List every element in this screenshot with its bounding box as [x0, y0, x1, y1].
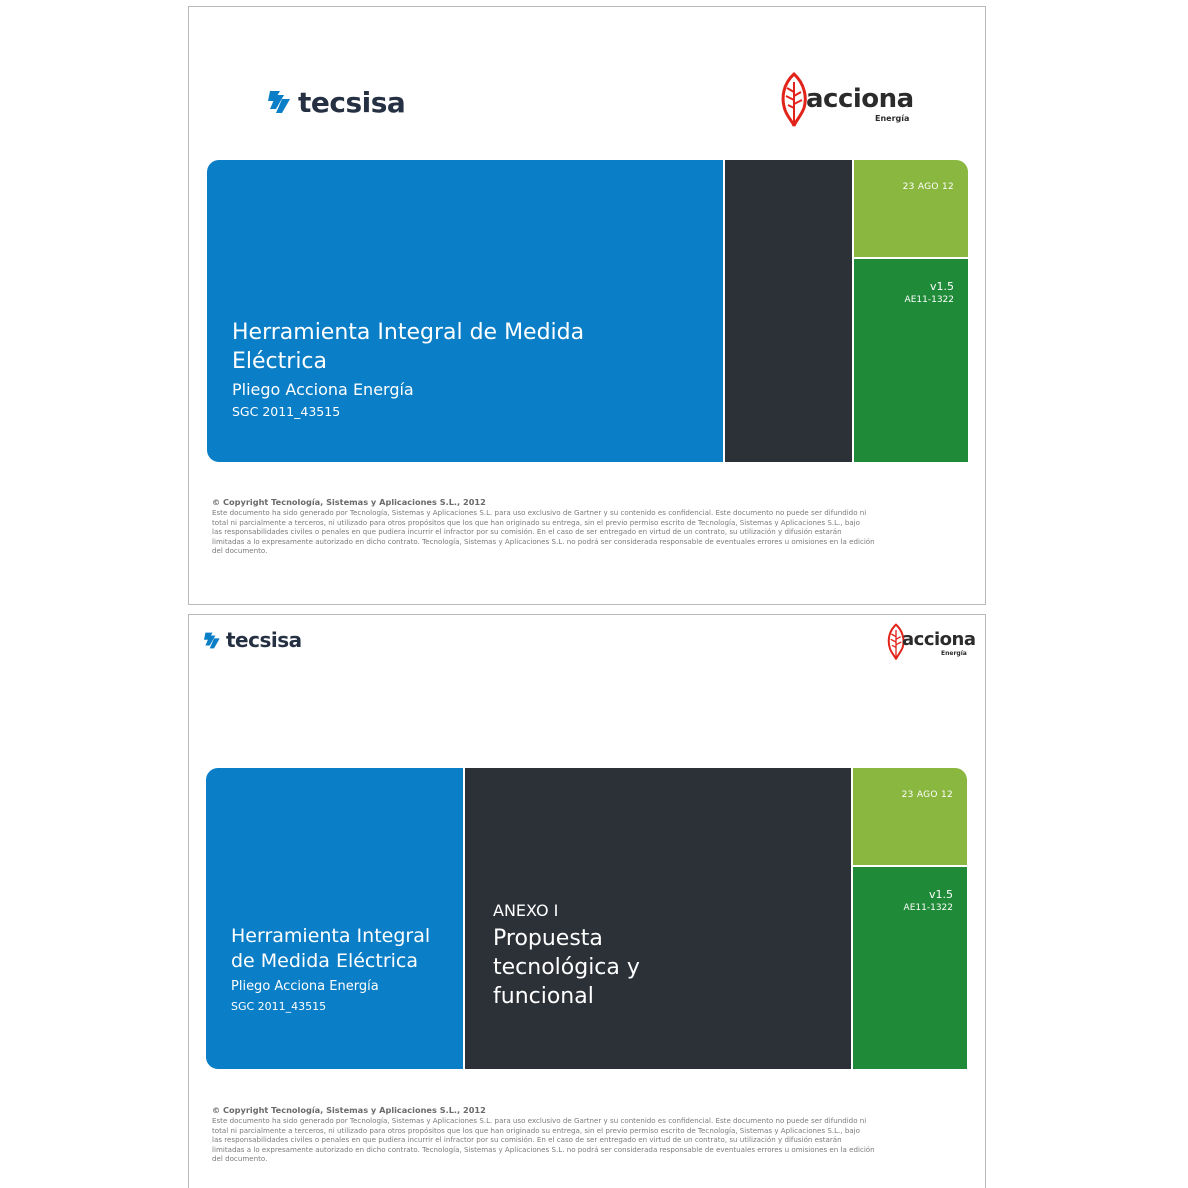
- dark-panel: [725, 160, 852, 462]
- copyright-line: limitadas a lo expresamente autorizado e…: [212, 536, 875, 546]
- acciona-leaf-icon: [887, 623, 905, 660]
- doc-version: v1.5: [928, 888, 953, 901]
- annex-title-line3: funcional: [493, 984, 594, 1009]
- copyright-heading: © Copyright Tecnología, Sistemas y Aplic…: [212, 497, 486, 507]
- copyright-line: las responsabilidades civiles o penales …: [212, 527, 842, 537]
- title-panel: Herramienta Integral de Medida Eléctrica…: [207, 160, 723, 462]
- doc-ae-code: AE11-1322: [904, 295, 954, 305]
- doc-date: 23 AGO 12: [902, 182, 954, 192]
- acciona-logo: acciona Energía: [886, 623, 976, 663]
- doc-title-line2: Eléctrica: [232, 349, 328, 374]
- copyright-line: total ni parcialmente a terceros, ni uti…: [212, 517, 860, 527]
- tecsisa-wordmark: tecsisa: [298, 85, 406, 119]
- annex-label: ANEXO I: [493, 901, 559, 920]
- acciona-logo: acciona Energía: [779, 72, 919, 132]
- tecsisa-logo: tecsisa: [268, 85, 406, 119]
- annex-panel: ANEXO I Propuesta tecnológica y funciona…: [465, 768, 851, 1069]
- slide-cover: tecsisa acciona Energía Herramienta Inte…: [188, 6, 986, 605]
- copyright-line: Este documento ha sido generado por Tecn…: [212, 1116, 867, 1125]
- copyright-line: del documento.: [212, 1154, 268, 1164]
- annex-title-line2: tecnológica y: [493, 955, 640, 980]
- tecsisa-logo: tecsisa: [204, 628, 302, 652]
- date-panel: 23 AGO 12: [854, 160, 968, 257]
- copyright-block: © Copyright Tecnología, Sistemas y Aplic…: [212, 1105, 964, 1164]
- doc-title-line1: Herramienta Integral de Medida: [232, 320, 585, 345]
- tecsisa-logo-icon: [268, 91, 290, 113]
- copyright-line: Este documento ha sido generado por Tecn…: [212, 508, 867, 517]
- acciona-leaf-icon: [781, 72, 807, 127]
- tecsisa-logo-icon: [204, 632, 220, 648]
- doc-title-line2: de Medida Eléctrica: [231, 950, 419, 972]
- copyright-heading: © Copyright Tecnología, Sistemas y Aplic…: [212, 1105, 486, 1115]
- date-panel: 23 AGO 12: [853, 768, 967, 865]
- copyright-text: Este documento ha sido generado por Tecn…: [212, 1116, 964, 1164]
- doc-title-line1: Herramienta Integral: [231, 925, 431, 947]
- doc-code: SGC 2011_43515: [232, 404, 341, 419]
- doc-date: 23 AGO 12: [901, 790, 953, 800]
- copyright-line: las responsabilidades civiles o penales …: [212, 1135, 842, 1145]
- title-panel: Herramienta Integral de Medida Eléctrica…: [206, 768, 463, 1069]
- doc-subtitle: Pliego Acciona Energía: [232, 380, 414, 399]
- copyright-line: limitadas a lo expresamente autorizado e…: [212, 1144, 875, 1154]
- slide-annex: tecsisa acciona Energía Herramienta Inte…: [188, 614, 986, 1188]
- copyright-block: © Copyright Tecnología, Sistemas y Aplic…: [212, 497, 964, 556]
- tecsisa-wordmark: tecsisa: [226, 628, 302, 652]
- acciona-subtitle: Energía: [875, 114, 910, 123]
- version-panel: v1.5 AE11-1322: [854, 259, 968, 462]
- annex-title-line1: Propuesta: [493, 926, 603, 951]
- acciona-wordmark: acciona: [806, 84, 914, 114]
- acciona-subtitle: Energía: [941, 650, 967, 657]
- copyright-line: total ni parcialmente a terceros, ni uti…: [212, 1125, 860, 1135]
- doc-code: SGC 2011_43515: [231, 1000, 327, 1013]
- acciona-wordmark: acciona: [902, 629, 976, 650]
- doc-version: v1.5: [929, 280, 954, 293]
- version-panel: v1.5 AE11-1322: [853, 867, 967, 1069]
- doc-subtitle: Pliego Acciona Energía: [231, 979, 379, 994]
- copyright-text: Este documento ha sido generado por Tecn…: [212, 508, 964, 556]
- copyright-line: del documento.: [212, 546, 268, 556]
- doc-ae-code: AE11-1322: [903, 903, 953, 913]
